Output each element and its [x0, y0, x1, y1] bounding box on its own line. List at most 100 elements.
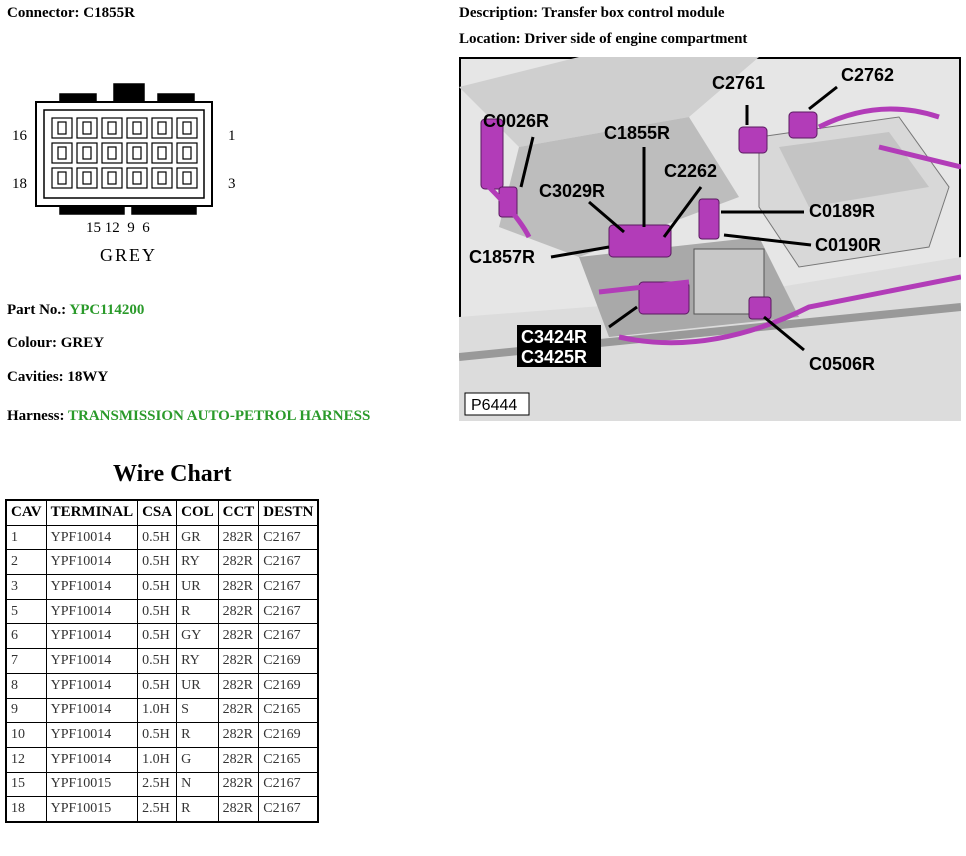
wire-chart-cell: C2167	[258, 796, 319, 823]
wire-chart-cell: 10	[5, 722, 47, 748]
wire-chart-cell: R	[176, 598, 219, 625]
wire-chart-cell: R	[176, 796, 219, 823]
wire-chart-cell: 2.5H	[137, 771, 178, 798]
connector-cavity	[76, 167, 98, 189]
wire-chart-cell: 282R	[217, 796, 260, 823]
connector-cavity	[126, 117, 148, 139]
wire-chart-cell: 282R	[217, 648, 260, 674]
connector-cavity	[151, 142, 173, 164]
connector-heading: Connector: C1855R	[7, 5, 135, 22]
connector-cavity-terminal	[82, 121, 92, 135]
wire-chart-cell: 8	[5, 672, 47, 699]
connector-cavity	[101, 142, 123, 164]
wire-chart-cell: 282R	[217, 722, 260, 748]
connector-cavity-terminal	[157, 171, 167, 185]
wire-chart-cell: 18	[5, 796, 47, 823]
wire-chart-cell: YPF10014	[45, 598, 139, 625]
part-no-label: Part No.:	[7, 302, 67, 318]
connector-value: C1855R	[83, 5, 135, 21]
description-value: Transfer box control module	[541, 5, 725, 21]
photo-label-c3425r: C3425R	[521, 347, 587, 367]
wire-chart-cell: 282R	[217, 574, 260, 600]
wire-chart-cell: C2169	[258, 648, 319, 674]
wire-chart-cell: 12	[5, 746, 47, 773]
wire-chart-cell: 2	[5, 549, 47, 576]
connector-cavity	[76, 142, 98, 164]
wire-chart-cell: 1.0H	[137, 746, 178, 773]
colour-value: GREY	[60, 335, 105, 351]
photo-label-c3424r: C3424R	[521, 327, 587, 347]
wire-chart-cell: C2169	[258, 722, 319, 748]
wire-chart-header-cell: CCT	[217, 499, 260, 526]
wire-chart-cell: C2167	[258, 771, 319, 798]
connector-cavity-terminal	[107, 146, 117, 160]
wire-chart-cell: 0.5H	[137, 722, 178, 748]
wire-chart-cell: C2167	[258, 524, 319, 551]
wire-chart-cell: S	[176, 697, 219, 724]
wire-chart-cell: 0.5H	[137, 598, 178, 625]
wire-chart-cell: 282R	[217, 598, 260, 625]
colour-label: Colour:	[7, 335, 57, 351]
wire-chart-header-cell: CAV	[5, 499, 47, 526]
description-heading: Description: Transfer box control module	[459, 5, 725, 22]
photo-label-c0189r: C0189R	[809, 201, 875, 221]
connector-cavity	[176, 167, 198, 189]
photo-label-c0506r: C0506R	[809, 354, 875, 374]
connector-cavity-terminal	[107, 121, 117, 135]
connector-label: Connector:	[7, 5, 80, 21]
engine-bay-photo: C2761 C2762 C0026R C1855R C2262 C3029R C…	[459, 57, 961, 421]
cavities-row: Cavities: 18WY	[7, 369, 108, 386]
cavities-label: Cavities:	[7, 369, 64, 385]
wire-chart-cell: 1.0H	[137, 697, 178, 724]
wire-chart-cell: GR	[176, 524, 219, 551]
connector-cavity-terminal	[57, 121, 67, 135]
harness-label: Harness:	[7, 408, 65, 424]
wire-chart-cell: 282R	[217, 746, 260, 773]
photo-label-c0026r: C0026R	[483, 111, 549, 131]
wire-chart-cell: RY	[176, 648, 219, 674]
wire-chart-title: Wire Chart	[113, 461, 232, 487]
wire-chart-cell: UR	[176, 672, 219, 699]
part-no-row: Part No.: YPC114200	[7, 302, 144, 319]
connector-cavity-terminal	[182, 121, 192, 135]
connector-cavity-terminal	[82, 171, 92, 185]
wire-chart-cell: YPF10014	[45, 746, 139, 773]
wire-chart-cell: C2167	[258, 598, 319, 625]
connector-cavity	[51, 167, 73, 189]
wire-chart-cell: 1	[5, 524, 47, 551]
photo-label-c2761: C2761	[712, 73, 765, 93]
part-no-value: YPC114200	[69, 302, 145, 318]
wire-chart-cell: YPF10014	[45, 722, 139, 748]
wire-chart-cell: 0.5H	[137, 623, 178, 650]
wire-chart-cell: YPF10014	[45, 549, 139, 576]
wire-chart-cell: C2165	[258, 746, 319, 773]
connector-cavity-terminal	[132, 146, 142, 160]
pin-label-18: 18	[12, 176, 27, 192]
photo-label-c0190r: C0190R	[815, 235, 881, 255]
wire-chart-cell: 2.5H	[137, 796, 178, 823]
connector-cavity	[101, 167, 123, 189]
connector-cavity-terminal	[157, 121, 167, 135]
connector-face-diagram: 16 1 18 3 15 12 9 6 GREY	[12, 83, 236, 265]
harness-value: TRANSMISSION AUTO-PETROL HARNESS	[67, 408, 371, 424]
pin-label-16: 16	[12, 128, 28, 144]
pin-label-1: 1	[228, 128, 236, 144]
connector-cavity-terminal	[132, 121, 142, 135]
wire-chart-cell: C2167	[258, 549, 319, 576]
connector-colour-text: GREY	[100, 245, 157, 265]
wire-chart-header-cell: COL	[176, 499, 219, 526]
colour-row: Colour: GREY	[7, 335, 104, 352]
connector-cavity-terminal	[182, 171, 192, 185]
wire-chart-header-cell: DESTN	[258, 499, 319, 526]
connector-cavity-terminal	[107, 171, 117, 185]
harness-row: Harness: TRANSMISSION AUTO-PETROL HARNES…	[7, 408, 370, 425]
wire-chart-cell: 7	[5, 648, 47, 674]
photo-label-c2762: C2762	[841, 65, 894, 85]
wire-chart-cell: N	[176, 771, 219, 798]
